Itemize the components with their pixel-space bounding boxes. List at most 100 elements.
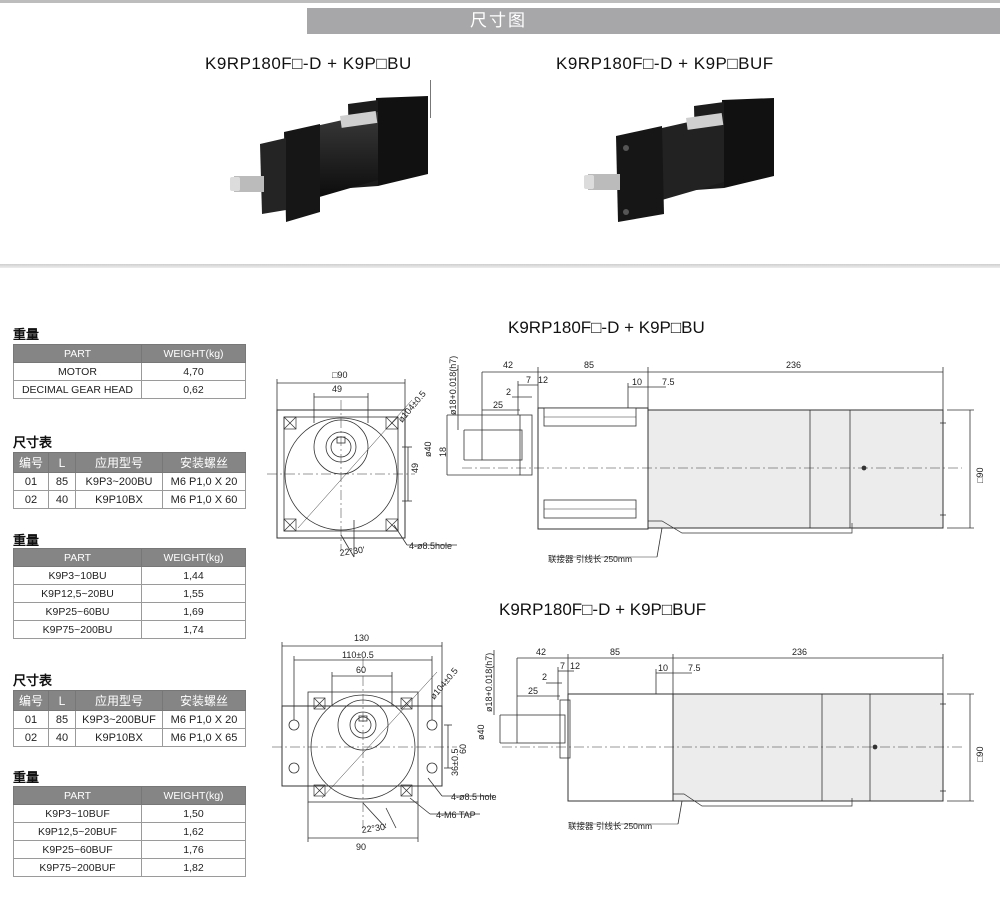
cell: K9P3~10BU — [13, 566, 142, 585]
dim-7: 7 — [526, 375, 531, 385]
dim-hole: 4-ø8.5hole — [409, 541, 452, 551]
product-photo-buf — [584, 98, 774, 222]
dim-42: 42 — [536, 647, 546, 657]
cell: 1,69 — [141, 602, 246, 621]
dim-85: 85 — [610, 647, 620, 657]
section-separator — [0, 264, 1000, 268]
cell: K9P10BX — [75, 490, 163, 509]
dim-90v: □90 — [975, 468, 985, 483]
header-top-line — [0, 0, 1000, 3]
cell: K9P12,5~20BUF — [13, 822, 142, 841]
dim-tap: 4-M6 TAP — [436, 810, 476, 820]
dim-2: 2 — [542, 672, 547, 682]
size-buf-label: 尺寸表 — [13, 673, 53, 688]
col-weight: WEIGHT(kg) — [141, 344, 246, 363]
dim-10: 10 — [658, 663, 668, 673]
cell: MOTOR — [13, 362, 142, 381]
cell: M6 P1,0 X 20 — [162, 710, 246, 729]
dim-49v: 49 — [410, 463, 420, 473]
cell: 1,50 — [141, 804, 246, 823]
cell: 1,82 — [141, 858, 246, 877]
cell: M6 P1,0 X 20 — [162, 472, 246, 491]
dim-236: 236 — [792, 647, 807, 657]
cell: 4,70 — [141, 362, 246, 381]
cell: K9P25~60BUF — [13, 840, 142, 859]
dim-36: 36±0.5 — [450, 749, 460, 776]
cell: 1,55 — [141, 584, 246, 603]
dim-18b: 18 — [438, 447, 448, 457]
dim-25: 25 — [528, 686, 538, 696]
cell: 01 — [13, 472, 49, 491]
dim-236: 236 — [786, 360, 801, 370]
cell: 1,62 — [141, 822, 246, 841]
side-view-bu — [446, 365, 974, 558]
dim-104: ø104±0.5 — [396, 389, 428, 425]
col-model: 应用型号 — [75, 452, 163, 473]
dim-10: 10 — [632, 377, 642, 387]
col-screw: 安装螺丝 — [162, 452, 246, 473]
col-screw: 安装螺丝 — [162, 690, 246, 711]
dim-104: ø104±0.5 — [428, 666, 460, 702]
dim-130: 130 — [354, 633, 369, 643]
weight-motor-label: 重量 — [13, 327, 40, 342]
cell: M6 P1,0 X 65 — [162, 728, 246, 747]
dim-60: 60 — [356, 665, 366, 675]
cell: K9P25~60BU — [13, 602, 142, 621]
cell: 40 — [48, 490, 76, 509]
dim-40: ø40 — [476, 724, 486, 740]
cell: 40 — [48, 728, 76, 747]
dim-90v: □90 — [975, 747, 985, 762]
cell: 85 — [48, 472, 76, 491]
drawing-buf-title: K9RP180F□-D + K9P□BUF — [499, 600, 707, 619]
dim-90: □90 — [332, 370, 347, 380]
cell: K9P3~200BUF — [75, 710, 163, 729]
dim-7: 7 — [560, 661, 565, 671]
dim-85: 85 — [584, 360, 594, 370]
col-part: PART — [13, 344, 142, 363]
cell: 1,74 — [141, 620, 246, 639]
col-no: 编号 — [13, 690, 49, 711]
cell: K9P12,5~20BU — [13, 584, 142, 603]
cell: 1,44 — [141, 566, 246, 585]
cell: K9P75~200BUF — [13, 858, 142, 877]
col-model: 应用型号 — [75, 690, 163, 711]
product-photo-bu — [230, 96, 428, 222]
dim-12: 12 — [570, 661, 580, 671]
dim-2230: 22°30' — [339, 545, 366, 558]
dim-25: 25 — [493, 400, 503, 410]
header-title: 尺寸图 — [470, 11, 527, 30]
dim-2: 2 — [506, 387, 511, 397]
side-view-buf — [493, 650, 974, 825]
cell: K9P10BX — [75, 728, 163, 747]
dim-49h: 49 — [332, 384, 342, 394]
dim-60v: 60 — [458, 744, 468, 754]
weight-bu-label: 重量 — [13, 533, 40, 548]
dim-hole: 4-ø8.5 hole — [451, 792, 497, 802]
cell: 02 — [13, 490, 49, 509]
dim-18: ø18+0.018(h7) — [448, 356, 458, 415]
dim-18: ø18+0.018(h7) — [484, 653, 494, 712]
col-l: L — [48, 690, 76, 711]
cell: K9P3~200BU — [75, 472, 163, 491]
size-bu-label: 尺寸表 — [13, 435, 53, 450]
weight-buf-label: 重量 — [13, 770, 40, 785]
dim-40: ø40 — [423, 441, 433, 457]
cell: K9P75~200BU — [13, 620, 142, 639]
drawing-buf: 130 110±0.5 60 ø104±0.5 36±0.5 60 4-ø8.5… — [272, 633, 985, 852]
col-weight: WEIGHT(kg) — [141, 786, 246, 805]
